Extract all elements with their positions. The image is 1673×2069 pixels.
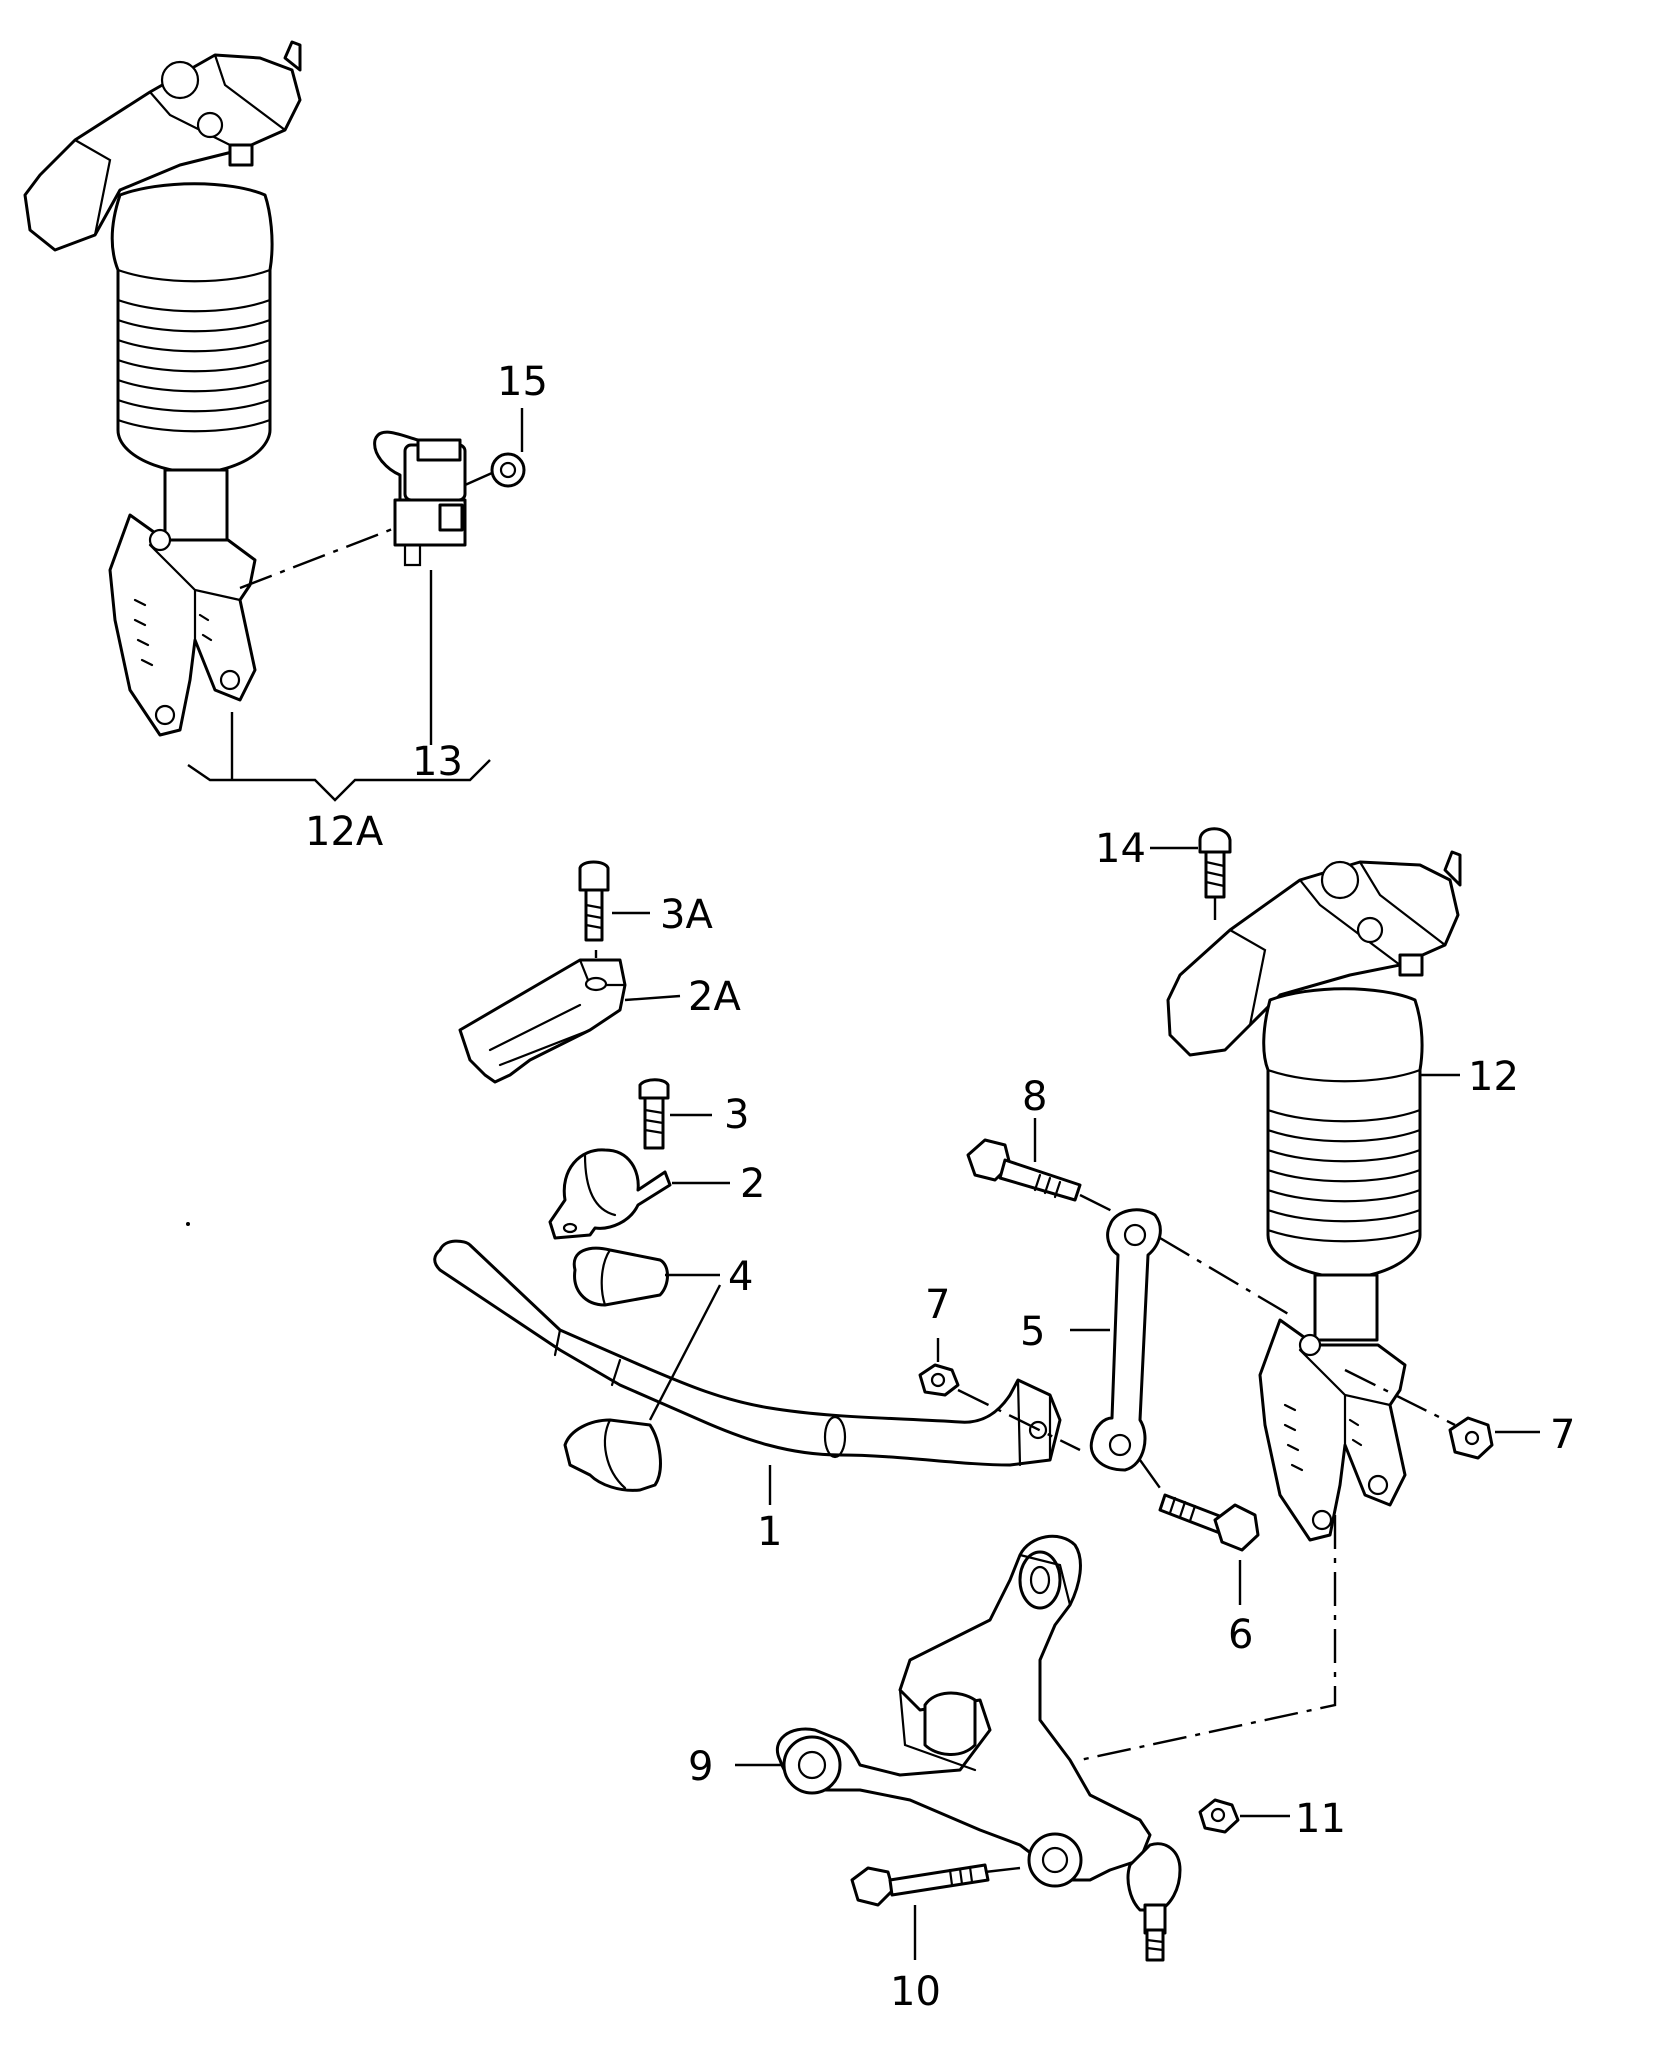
bolt-icon	[638, 1078, 670, 1150]
callout-7-left: 7	[925, 1282, 950, 1328]
clamp-icon	[548, 1148, 672, 1240]
callout-5: 5	[1020, 1309, 1045, 1355]
bolt-icon	[1158, 1493, 1260, 1552]
left-air-spring-strut-icon	[23, 40, 302, 737]
wishbone-icon	[776, 1534, 1182, 1962]
stabilizer-bar-icon	[433, 1239, 1062, 1467]
right-air-spring-strut-icon	[1166, 827, 1462, 1542]
callout-3: 3	[724, 1092, 749, 1138]
callout-9: 9	[688, 1744, 713, 1790]
nut-icon	[490, 452, 526, 488]
nut-icon	[1198, 1798, 1240, 1834]
rubber-bushing-icon	[563, 1418, 662, 1492]
callout-1: 1	[757, 1509, 782, 1555]
bolt-icon	[578, 860, 610, 942]
callout-12: 12	[1468, 1054, 1519, 1100]
callout-2A: 2A	[688, 974, 741, 1020]
rubber-bushing-icon	[572, 1246, 669, 1307]
nut-icon	[1448, 1416, 1494, 1460]
nut-icon	[918, 1363, 960, 1397]
callout-13: 13	[412, 739, 463, 785]
level-sensor-icon	[373, 430, 467, 567]
callout-10: 10	[890, 1969, 941, 2015]
callout-3A: 3A	[660, 892, 713, 938]
callout-15: 15	[497, 359, 548, 405]
callout-4: 4	[728, 1254, 753, 1300]
callout-12A: 12A	[305, 809, 384, 855]
callout-6: 6	[1228, 1612, 1253, 1658]
clamp-bracket-icon	[458, 958, 627, 1084]
bolt-icon	[966, 1138, 1082, 1202]
callout-2: 2	[740, 1161, 765, 1207]
callout-7-right: 7	[1550, 1412, 1575, 1458]
bolt-icon	[850, 1863, 990, 1907]
callout-11: 11	[1295, 1796, 1346, 1842]
coupling-rod-icon	[1089, 1208, 1162, 1472]
callout-14: 14	[1095, 826, 1146, 872]
callout-8: 8	[1022, 1074, 1047, 1120]
